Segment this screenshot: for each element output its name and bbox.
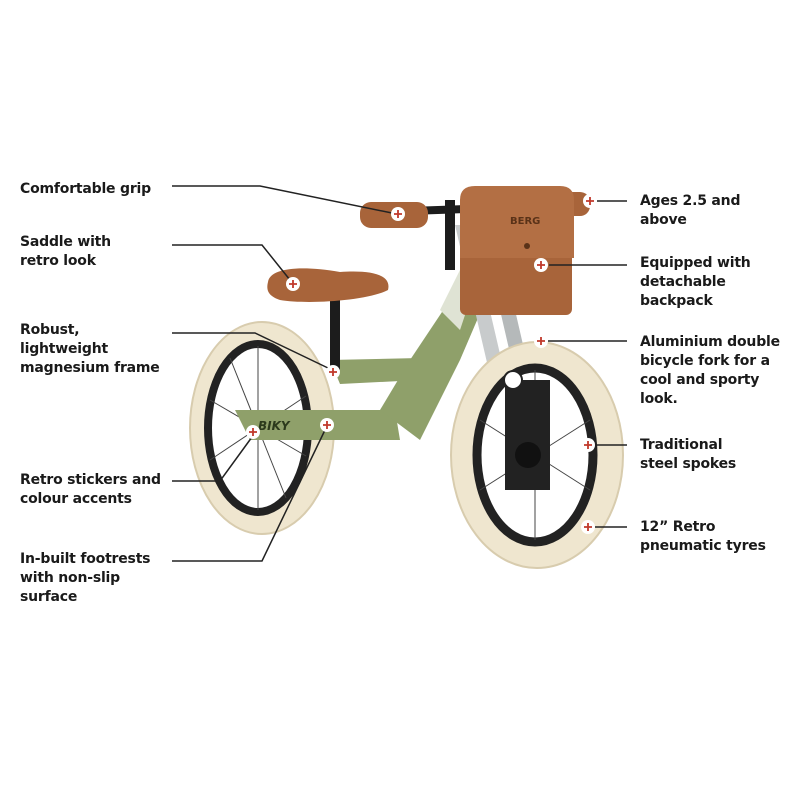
hotspot-grip[interactable] xyxy=(391,207,405,221)
hotspot-ages[interactable] xyxy=(583,194,597,208)
hotspot-fork[interactable] xyxy=(534,334,548,348)
label-footrests: In-built footrests with non-slip surface xyxy=(20,551,151,605)
label-frame: Robust, lightweight magnesium frame xyxy=(20,322,160,376)
leader-lines xyxy=(172,185,627,562)
hotspot-saddle[interactable] xyxy=(286,277,300,291)
berg-logo: BERG xyxy=(510,216,540,227)
label-fork: Aluminium double bicycle fork for a cool… xyxy=(640,334,780,407)
label-backpack: Equipped with detachable backpack xyxy=(640,255,751,309)
hotspot-frame[interactable] xyxy=(326,365,340,379)
hotspot-markers xyxy=(246,194,597,534)
backpack: BERG xyxy=(460,186,574,315)
frame-sticker: BIKY xyxy=(258,419,291,433)
label-ages: Ages 2.5 and above xyxy=(640,193,741,228)
hotspot-footrests[interactable] xyxy=(320,418,334,432)
label-spokes: Traditional steel spokes xyxy=(640,437,737,472)
hotspot-stickers[interactable] xyxy=(246,425,260,439)
hotspot-spokes[interactable] xyxy=(581,438,595,452)
label-comfortable-grip: Comfortable grip xyxy=(20,181,151,197)
hotspot-tyres[interactable] xyxy=(581,520,595,534)
label-saddle: Saddle with retro look xyxy=(20,234,111,269)
label-tyres: 12” Retro pneumatic tyres xyxy=(640,519,766,554)
hotspot-backpack[interactable] xyxy=(534,258,548,272)
front-wheel xyxy=(450,341,624,569)
saddle xyxy=(267,268,389,302)
label-stickers: Retro stickers and colour accents xyxy=(20,472,161,507)
